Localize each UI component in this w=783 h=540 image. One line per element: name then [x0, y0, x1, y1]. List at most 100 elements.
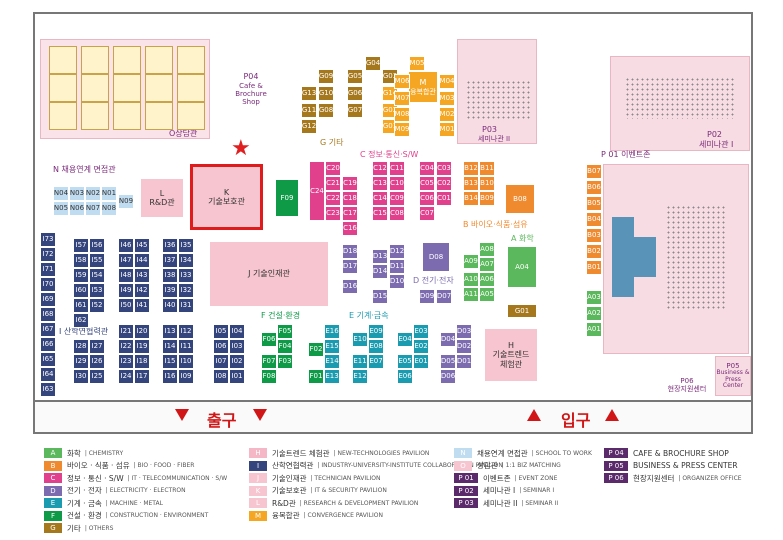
booth-i04[interactable]: I04	[229, 324, 245, 339]
booth-c20[interactable]: C20	[325, 161, 341, 176]
booth-e09[interactable]: E09	[368, 324, 384, 339]
booth-c03[interactable]: C03	[436, 161, 452, 176]
booth-c14[interactable]: C14	[372, 191, 388, 206]
booth-b12[interactable]: B12	[463, 161, 479, 176]
booth-i44[interactable]: I44	[134, 253, 150, 268]
booth-i03[interactable]: I03	[229, 339, 245, 354]
booth-i45[interactable]: I45	[134, 238, 150, 253]
zone-p04-cafe[interactable]: P04 Cafe & Brochure Shop	[210, 39, 292, 139]
booth-i13[interactable]: I13	[162, 324, 178, 339]
booth-i29[interactable]: I29	[73, 354, 89, 369]
booth-m05[interactable]: M05	[409, 56, 425, 71]
booth-d09[interactable]: D09	[419, 289, 435, 304]
booth-i28[interactable]: I28	[73, 339, 89, 354]
booth-c11[interactable]: C11	[389, 161, 405, 176]
booth-i36[interactable]: I36	[162, 238, 178, 253]
booth-d10[interactable]: D10	[389, 274, 405, 289]
booth-f06[interactable]: F06	[261, 332, 277, 347]
zone-j-talent[interactable]: J 기술인재관	[210, 242, 328, 306]
zone-k-tech-protection[interactable]: K 기술보호관	[190, 164, 263, 230]
zone-h-trend[interactable]: H 기술트렌드 체험관	[485, 329, 537, 381]
booth-d08[interactable]: D08	[422, 242, 450, 272]
booth-i67[interactable]: I67	[40, 322, 56, 337]
booth-i62[interactable]: I62	[73, 313, 89, 328]
booth-c24[interactable]: C24	[309, 161, 325, 221]
booth-f09[interactable]: F09	[275, 179, 299, 217]
booth-a07[interactable]: A07	[479, 257, 495, 272]
booth-c23[interactable]: C23	[325, 206, 341, 221]
booth-i47[interactable]: I47	[118, 253, 134, 268]
booth-i53[interactable]: I53	[89, 283, 105, 298]
booth-i71[interactable]: I71	[40, 262, 56, 277]
booth-i54[interactable]: I54	[89, 268, 105, 283]
booth-d05[interactable]: D05	[440, 354, 456, 369]
booth-i32[interactable]: I32	[178, 283, 194, 298]
booth-e12[interactable]: E12	[352, 369, 368, 384]
booth-i60[interactable]: I60	[73, 283, 89, 298]
booth-m03[interactable]: M03	[439, 91, 455, 106]
booth-i72[interactable]: I72	[40, 247, 56, 262]
booth-a04[interactable]: A04	[507, 246, 537, 288]
booth-i63[interactable]: I63	[40, 382, 56, 397]
booth-i27[interactable]: I27	[89, 339, 105, 354]
booth-i68[interactable]: I68	[40, 307, 56, 322]
booth-i17[interactable]: I17	[134, 369, 150, 384]
booth-d12[interactable]: D12	[389, 244, 405, 259]
booth-n01[interactable]: N01	[101, 186, 117, 201]
booth-g04[interactable]: G04	[365, 56, 381, 71]
booth-i02[interactable]: I02	[229, 354, 245, 369]
booth-n09[interactable]: N09	[118, 194, 134, 209]
booth-n05[interactable]: N05	[53, 201, 69, 216]
booth-i61[interactable]: I61	[73, 298, 89, 313]
booth-i34[interactable]: I34	[178, 253, 194, 268]
booth-c07[interactable]: C07	[419, 206, 435, 221]
booth-a02[interactable]: A02	[586, 306, 602, 321]
booth-i14[interactable]: I14	[162, 339, 178, 354]
booth-d04[interactable]: D04	[440, 332, 456, 347]
booth-c12[interactable]: C12	[372, 161, 388, 176]
booth-i18[interactable]: I18	[134, 354, 150, 369]
booth-i06[interactable]: I06	[213, 339, 229, 354]
booth-i50[interactable]: I50	[118, 298, 134, 313]
booth-g11[interactable]: G11	[301, 103, 317, 118]
booth-c08[interactable]: C08	[389, 206, 405, 221]
booth-i19[interactable]: I19	[134, 339, 150, 354]
booth-b13[interactable]: B13	[463, 176, 479, 191]
booth-a01[interactable]: A01	[586, 322, 602, 337]
booth-c10[interactable]: C10	[389, 176, 405, 191]
booth-m07[interactable]: M07	[394, 91, 410, 106]
booth-i52[interactable]: I52	[89, 298, 105, 313]
booth-c09[interactable]: C09	[389, 191, 405, 206]
booth-i24[interactable]: I24	[118, 369, 134, 384]
booth-c15[interactable]: C15	[372, 206, 388, 221]
booth-d18[interactable]: D18	[342, 244, 358, 259]
booth-c22[interactable]: C22	[325, 191, 341, 206]
booth-i69[interactable]: I69	[40, 292, 56, 307]
booth-b14[interactable]: B14	[463, 191, 479, 206]
zone-p02-seminar-i[interactable]: P02 세미나관 I	[610, 56, 750, 151]
booth-f03[interactable]: F03	[277, 354, 293, 369]
booth-e06[interactable]: E06	[397, 369, 413, 384]
booth-n07[interactable]: N07	[85, 201, 101, 216]
booth-c19[interactable]: C19	[342, 176, 358, 191]
booth-d11[interactable]: D11	[389, 259, 405, 274]
booth-b07[interactable]: B07	[586, 164, 602, 179]
booth-e14[interactable]: E14	[324, 354, 340, 369]
booth-i08[interactable]: I08	[213, 369, 229, 384]
booth-i38[interactable]: I38	[162, 268, 178, 283]
booth-g06[interactable]: G06	[347, 86, 363, 101]
booth-a10[interactable]: A10	[463, 272, 479, 287]
zone-p05-press[interactable]: P05 Business & Press Center	[715, 356, 751, 396]
booth-e13[interactable]: E13	[324, 369, 340, 384]
booth-f01[interactable]: F01	[308, 369, 324, 384]
booth-c13[interactable]: C13	[372, 176, 388, 191]
booth-i57[interactable]: I57	[73, 238, 89, 253]
zone-p01-event[interactable]	[603, 164, 749, 354]
booth-i12[interactable]: I12	[178, 324, 194, 339]
booth-e05[interactable]: E05	[397, 354, 413, 369]
booth-g09[interactable]: G09	[318, 69, 334, 84]
booth-i46[interactable]: I46	[118, 238, 134, 253]
booth-a03[interactable]: A03	[586, 290, 602, 305]
booth-g07[interactable]: G07	[347, 103, 363, 118]
booth-n08[interactable]: N08	[101, 201, 117, 216]
